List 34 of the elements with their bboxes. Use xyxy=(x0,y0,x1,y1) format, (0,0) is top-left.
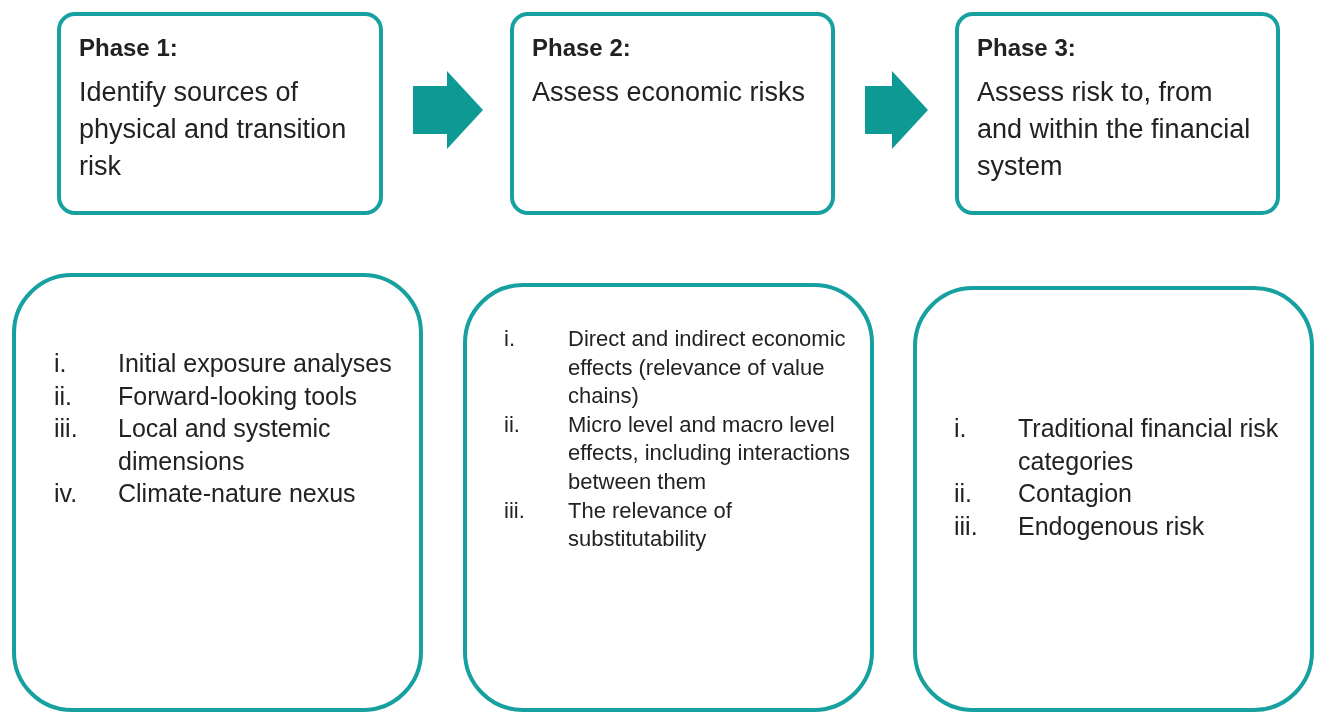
phase-box xyxy=(57,12,383,215)
list-numeral: iii. xyxy=(954,510,979,542)
list-numeral: i. xyxy=(504,325,516,353)
block-arrow xyxy=(865,71,928,149)
phase-description: Assess economic risks xyxy=(532,76,807,109)
phase-heading: Phase 1: xyxy=(79,34,179,62)
list-item-text: Micro level and macro level effects, including interactions between them xyxy=(568,410,852,496)
list-box xyxy=(12,273,423,712)
phase-description: Assess risk to, from and within the financial system xyxy=(977,76,1252,183)
block-arrow xyxy=(413,71,483,149)
list-item-text: Initial exposure analyses xyxy=(118,348,393,379)
list-item-text: Local and systemic dimensions xyxy=(118,413,332,477)
list-item-text: Forward-looking tools xyxy=(118,380,358,412)
list-numeral: iv. xyxy=(54,478,79,509)
phase-heading: Phase 2: xyxy=(532,34,632,62)
list-numeral: i. xyxy=(954,413,968,444)
list-item-text: The relevance of substitutability xyxy=(568,496,733,554)
list-numeral: iii. xyxy=(54,413,79,444)
phase-box xyxy=(955,12,1280,215)
list-item-text: Endogenous risk xyxy=(1018,510,1206,542)
list-numeral: ii. xyxy=(54,380,74,412)
list-numeral: ii. xyxy=(504,410,521,439)
list-item-text: Contagion xyxy=(1018,478,1133,509)
list-box xyxy=(463,283,874,712)
phase-box xyxy=(510,12,835,215)
phase-heading: Phase 3: xyxy=(977,34,1077,62)
list-box xyxy=(913,286,1314,712)
list-item-text: Traditional financial risk categories xyxy=(1018,413,1280,477)
list-item-text: Climate-nature nexus xyxy=(118,478,357,509)
list-numeral: i. xyxy=(54,348,68,379)
list-numeral: ii. xyxy=(954,478,974,509)
list-item-text: Direct and indirect economic effects (relevance of value chains) xyxy=(568,325,847,411)
list-numeral: iii. xyxy=(504,496,526,525)
phase-description: Identify sources of physical and transition risk xyxy=(79,76,348,183)
